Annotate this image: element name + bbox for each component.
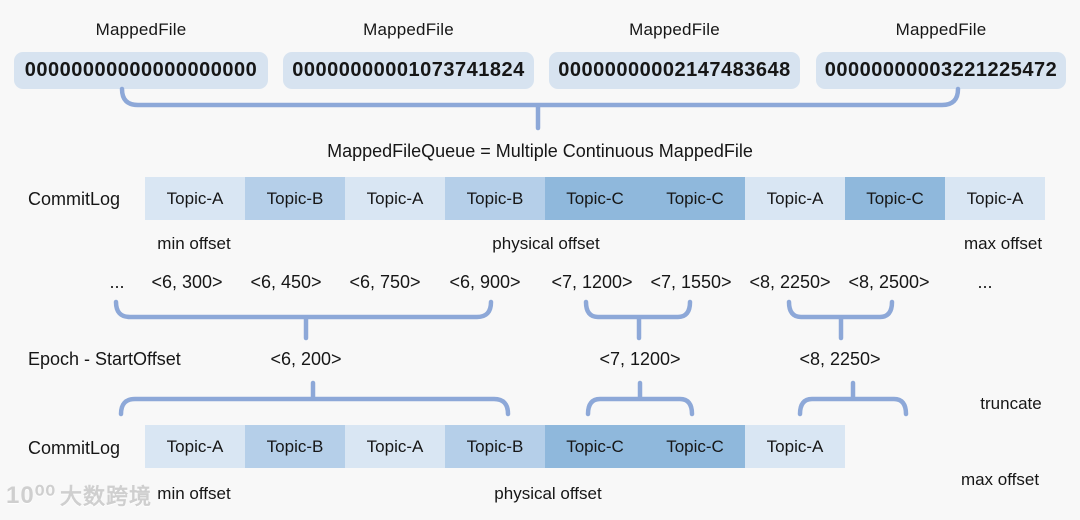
- mappedfile-box: 00000000002147483648: [549, 52, 800, 89]
- min-offset-label-bottom: min offset: [157, 484, 231, 503]
- brace-epoch8-bottom: [797, 396, 909, 417]
- index-tuple: <6, 300>: [151, 272, 223, 292]
- index-tuple: <6, 450>: [250, 272, 322, 292]
- topic-segment: Topic-B: [445, 177, 545, 220]
- epoch-startoffset-label: Epoch - StartOffset: [28, 349, 181, 369]
- index-tuple: <8, 2500>: [848, 272, 930, 292]
- index-tuple: <6, 750>: [349, 272, 421, 292]
- mappedfile-name: 00000000003221225472: [824, 59, 1058, 81]
- brace-epoch6-top: [113, 299, 494, 320]
- mappedfile-label: MappedFile: [363, 20, 454, 39]
- commitlog-bottom-label: CommitLog: [28, 438, 121, 458]
- epoch-entry: <6, 200>: [270, 349, 342, 369]
- epoch-entry: <7, 1200>: [599, 349, 681, 369]
- commitlog-top-label: CommitLog: [28, 189, 121, 209]
- max-offset-label-bottom: max offset: [960, 470, 1040, 489]
- topic-segment: Topic-C: [545, 177, 645, 220]
- physical-offset-label-top: physical offset: [492, 234, 600, 253]
- brace-epoch6-bottom: [118, 396, 511, 417]
- queue-caption: MappedFileQueue = Multiple Continuous Ma…: [327, 141, 753, 161]
- topic-segment: Topic-B: [245, 177, 345, 220]
- mappedfile-name: 00000000000000000000: [24, 59, 258, 81]
- brace-epoch7-top: [583, 299, 693, 320]
- topic-segment: Topic-A: [745, 177, 845, 220]
- topic-segment: Topic-A: [145, 177, 245, 220]
- mappedfile-box: 00000000000000000000: [14, 52, 268, 89]
- watermark-text: 大数跨境: [59, 484, 152, 509]
- min-offset-label-top: min offset: [157, 234, 231, 253]
- topic-segment: Topic-C: [845, 177, 945, 220]
- truncate-label: truncate: [980, 394, 1042, 413]
- topic-segment: Topic-A: [345, 425, 445, 468]
- max-offset-label-top: max offset: [963, 234, 1043, 253]
- mappedfile-box: 00000000001073741824: [283, 52, 534, 89]
- commitlog-top-row: Topic-A Topic-B Topic-A Topic-B Topic-C …: [145, 177, 1045, 220]
- topic-segment: Topic-A: [145, 425, 245, 468]
- mappedfile-box: 00000000003221225472: [816, 52, 1066, 89]
- index-tuple: <7, 1550>: [650, 272, 732, 292]
- watermark: 10⁰⁰ 大数跨境: [6, 479, 152, 511]
- index-ellipsis: ...: [977, 272, 993, 292]
- topic-segment: Topic-C: [545, 425, 645, 468]
- index-tuple: <6, 900>: [449, 272, 521, 292]
- mappedfile-label: MappedFile: [629, 20, 720, 39]
- index-tuple: <8, 2250>: [749, 272, 831, 292]
- topic-segment: Topic-A: [745, 425, 845, 468]
- topic-segment: Topic-B: [245, 425, 345, 468]
- index-ellipsis: ...: [109, 272, 125, 292]
- brace-epoch8-top: [786, 299, 895, 320]
- topic-segment: Topic-B: [445, 425, 545, 468]
- brace-epoch7-bottom: [585, 396, 695, 417]
- index-tuple: <7, 1200>: [551, 272, 633, 292]
- watermark-logo: 10⁰⁰: [6, 481, 56, 509]
- mappedfile-name: 00000000002147483648: [558, 59, 791, 81]
- physical-offset-label-bottom: physical offset: [494, 484, 602, 503]
- mappedfile-name: 00000000001073741824: [292, 59, 525, 81]
- topic-segment: Topic-C: [645, 425, 745, 468]
- mappedfile-label: MappedFile: [95, 20, 187, 39]
- mappedfile-label: MappedFile: [895, 20, 987, 39]
- commitlog-bottom-row: Topic-A Topic-B Topic-A Topic-B Topic-C …: [145, 425, 845, 468]
- epoch-entry: <8, 2250>: [799, 349, 881, 369]
- brace-mappedfilequeue: [119, 86, 961, 108]
- topic-segment: Topic-A: [945, 177, 1045, 220]
- topic-segment: Topic-C: [645, 177, 745, 220]
- topic-segment: Topic-A: [345, 177, 445, 220]
